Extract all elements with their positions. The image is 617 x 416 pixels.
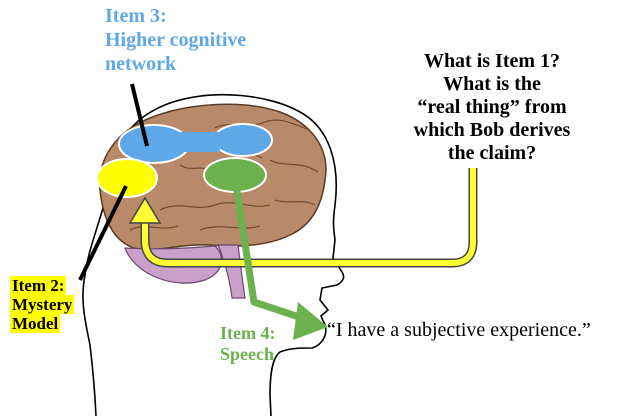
item2-label: Item 2: Mystery Model: [10, 276, 74, 333]
question-line3: “real thing” from: [382, 96, 602, 119]
item3-label-line1: Item 3:: [105, 4, 305, 28]
item4-label: Item 4: Speech: [220, 323, 275, 365]
item3-label: Item 3: Higher cognitive network: [105, 4, 305, 76]
speech-quote: “I have a subjective experience.”: [327, 319, 591, 342]
question-line4: which Bob derives: [382, 119, 602, 142]
item2-label-line3: Model: [10, 314, 60, 333]
item4-label-line2: Speech: [220, 344, 275, 365]
item4-label-line1: Item 4:: [220, 323, 275, 344]
item2-label-line2: Mystery: [10, 295, 74, 314]
item1-question: What is Item 1? What is the “real thing”…: [382, 50, 602, 165]
question-line5: the claim?: [382, 142, 602, 165]
question-line2: What is the: [382, 73, 602, 96]
item3-label-line2: Higher cognitive: [105, 28, 305, 52]
brain-stem: [218, 245, 245, 298]
item2-label-line1: Item 2:: [10, 276, 66, 295]
question-line1: What is Item 1?: [382, 50, 602, 73]
item3-label-line3: network: [105, 52, 305, 76]
item2-model: [97, 159, 157, 197]
